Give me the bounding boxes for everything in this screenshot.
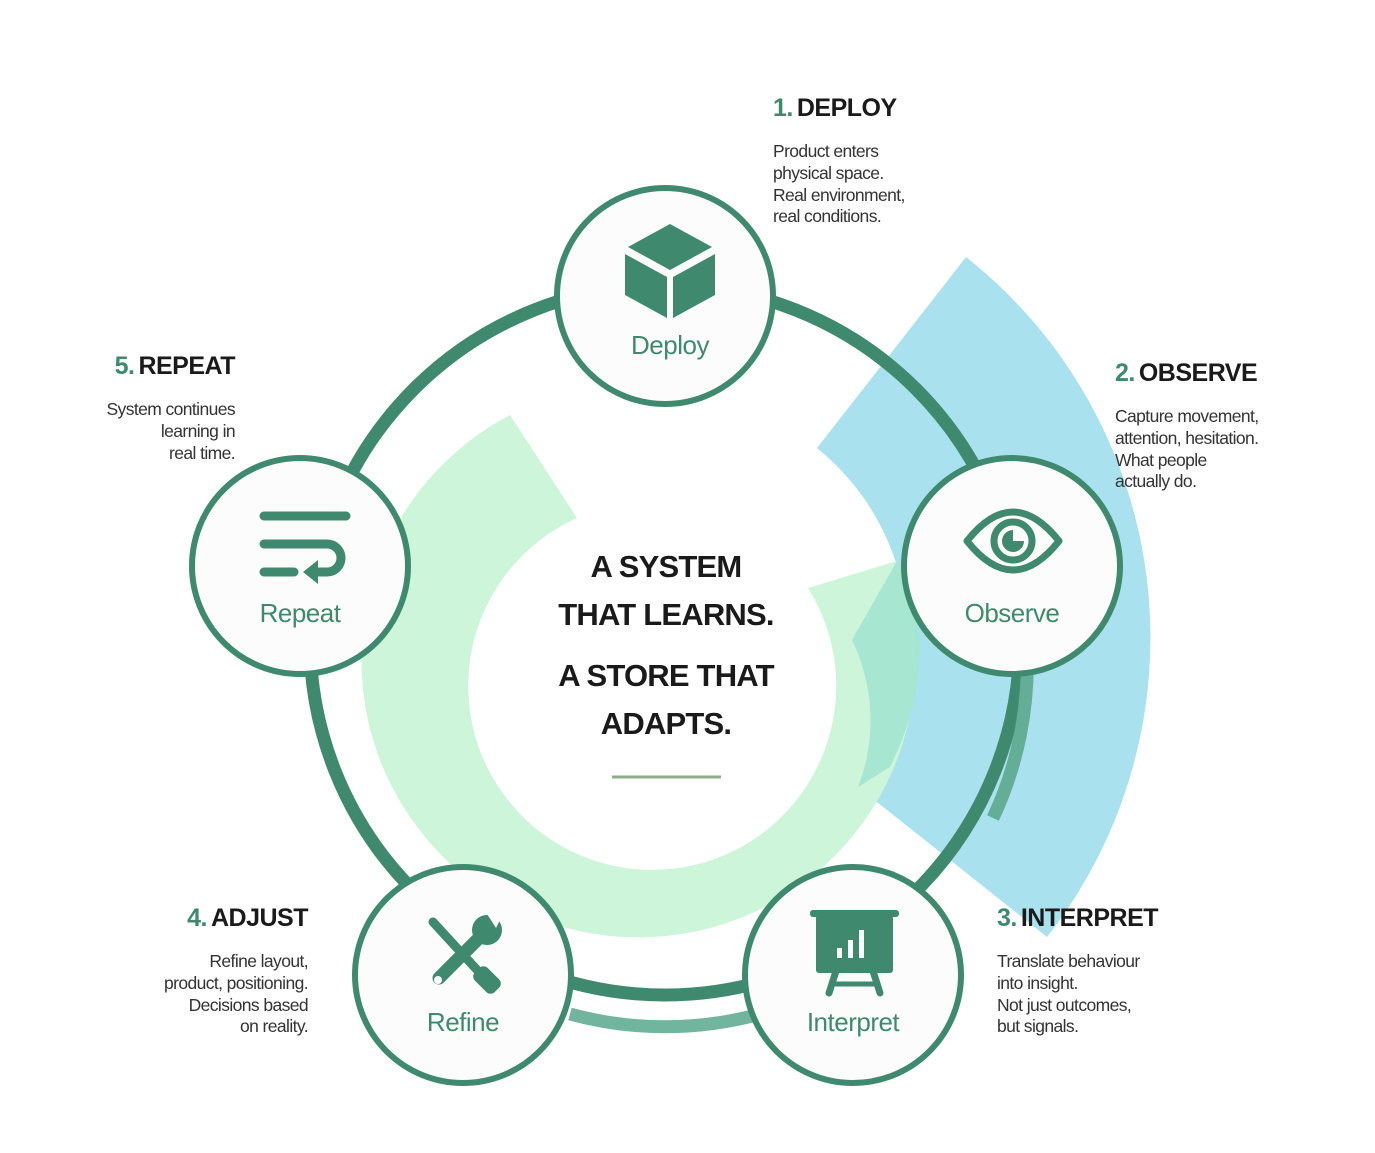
step-repeat-desc: System continues learning in real time. [60,399,235,464]
step-deploy-desc: Product enters physical space. Real envi… [773,141,905,228]
desc-line: System continues [106,399,235,419]
desc-line: Capture movement, [1115,406,1259,426]
desc-line: Real environment, [773,184,905,205]
node-interpret[interactable]: Interpret [742,864,964,1086]
step-deploy-title: 1.DEPLOY [773,93,905,123]
center-headline: A SYSTEM THAT LEARNS. [516,543,816,639]
desc-line: Translate behaviour [997,951,1140,971]
node-label-refine: Refine [427,1007,499,1037]
desc-line: Not just outcomes, [997,994,1132,1015]
desc-line: real time. [169,442,236,463]
step-adjust: 4.ADJUST Refine layout, product, positio… [110,903,309,1038]
step-number: 1. [773,94,793,122]
step-interpret-desc: Translate behaviour into insight. Not ju… [997,951,1158,1038]
step-deploy: 1.DEPLOY Product enters physical space. … [773,93,905,228]
repeat-wrap-icon [259,511,351,584]
desc-line: Decisions based [188,994,309,1015]
desc-line: attention, hesitation. [1115,427,1259,448]
eye-icon [963,508,1063,574]
cycle-ring-segment-interpret [568,1007,762,1034]
step-observe: 2.OBSERVE Capture movement, attention, h… [1115,358,1259,493]
step-name: ADJUST [210,904,309,932]
center-subheadline: A STORE THAT ADAPTS. [516,652,816,748]
node-label-interpret: Interpret [807,1007,901,1037]
step-repeat: 5.REPEAT System continues learning in re… [60,351,235,464]
desc-line: learning in [160,420,236,441]
node-label-deploy: Deploy [631,330,709,360]
desc-line: on reality. [240,1016,309,1037]
step-number: 2. [1115,359,1135,387]
node-observe[interactable]: Observe [901,455,1123,677]
desc-line: Product enters [773,141,879,161]
step-interpret-title: 3.INTERPRET [997,903,1159,933]
step-observe-desc: Capture movement, attention, hesitation.… [1115,406,1259,493]
step-observe-title: 2.OBSERVE [1115,358,1258,388]
center-line-4: ADAPTS. [600,706,732,741]
step-name: REPEAT [138,352,235,380]
node-refine[interactable]: Refine [352,864,574,1086]
desc-line: product, positioning. [163,972,309,993]
step-number: 5. [114,352,135,380]
center-line-1: A SYSTEM [590,549,743,584]
center-line-3: A STORE THAT [558,658,774,693]
step-adjust-desc: Refine layout, product, positioning. Dec… [110,951,309,1038]
node-label-repeat: Repeat [260,598,342,628]
desc-line: real conditions. [773,206,882,227]
step-adjust-title: 4.ADJUST [110,903,308,933]
desc-line: What people [1115,449,1207,470]
step-name: OBSERVE [1138,359,1258,387]
step-repeat-title: 5.REPEAT [60,351,236,381]
step-number: 4. [187,904,207,932]
node-repeat[interactable]: Repeat [189,455,411,677]
step-number: 3. [997,904,1017,932]
step-name: INTERPRET [1020,904,1159,932]
center-green-ring [361,415,916,938]
desc-line: actually do. [1115,471,1197,492]
step-interpret: 3.INTERPRET Translate behaviour into ins… [997,903,1159,1038]
ring-overlap-tint [852,561,921,787]
step-name: DEPLOY [796,94,897,122]
desc-line: into insight. [997,972,1078,993]
presentation-chart-icon [810,910,899,997]
center-line-2: THAT LEARNS. [558,597,774,632]
desc-line: physical space. [773,162,884,183]
wrench-screwdriver-icon [428,914,503,994]
node-deploy[interactable]: Deploy [554,185,776,407]
desc-line: but signals. [997,1016,1079,1037]
desc-line: Refine layout, [209,951,308,971]
cube-icon [625,224,715,318]
node-label-observe: Observe [965,598,1060,628]
